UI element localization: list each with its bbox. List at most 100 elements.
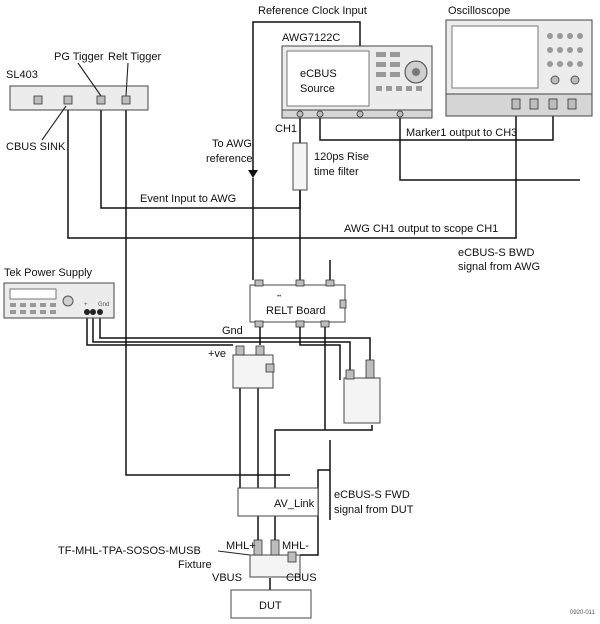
sl403-pg-port — [96, 95, 106, 105]
awg-model-label: AWG7122C — [282, 32, 340, 44]
relt-board-label: RELT Board — [266, 305, 326, 317]
right-probe-connector-2 — [365, 359, 375, 379]
gnd-label: Gnd — [222, 325, 243, 337]
awg-ch1-to-scope-wire — [300, 103, 517, 239]
power-supply-label: Tek Power Supply — [4, 267, 93, 279]
plus-ve-label: +ve — [208, 348, 226, 360]
relt-port-2 — [295, 279, 305, 287]
dut-body — [230, 589, 312, 619]
pg-trigger-leader — [77, 62, 102, 97]
svg-text:+: + — [84, 302, 88, 308]
relt-board-body — [249, 284, 346, 323]
fixture-leader — [217, 550, 251, 556]
sl403-cbus-port — [63, 95, 73, 105]
relt-bottom-port-1 — [254, 320, 264, 328]
oscilloscope-label: Oscilloscope — [448, 5, 510, 17]
rise-filter-label-2: time filter — [314, 166, 359, 178]
svg-text:••: •• — [277, 294, 281, 300]
ch1-label: CH1 — [275, 123, 297, 135]
power-minus-terminal — [90, 309, 96, 315]
awg-aux-wire — [399, 118, 580, 181]
av-link-box: AV_Link — [237, 487, 319, 517]
left-probe-side-connector — [265, 363, 275, 373]
relt-trigger-leader — [125, 62, 129, 97]
power-gnd-wire — [86, 318, 233, 346]
mhl-minus-connector — [270, 539, 280, 556]
relt-port-side — [339, 299, 347, 309]
awg-marker1-port — [316, 110, 324, 118]
power-plus-terminal — [84, 309, 90, 315]
cbus-connector — [287, 551, 297, 563]
wires — [67, 21, 580, 590]
reference-clock-wire — [252, 21, 361, 170]
relt-port-3 — [325, 279, 335, 287]
to-awg-reference-label-1: To AWG — [212, 138, 252, 150]
to-awg-reference-label-2: reference — [206, 153, 252, 165]
fixture: TF-MHL-TPA-SOSOS-MUSB Fixture MHL+ MHL- … — [58, 539, 317, 584]
fwd-signal-label-2: signal from DUT — [334, 504, 414, 516]
svg-text:Gnd: Gnd — [98, 302, 109, 308]
dut-box: DUT — [230, 589, 312, 619]
oscilloscope-controls — [547, 33, 583, 85]
bwd-signal-label-2: signal from AWG — [458, 261, 540, 273]
fwd-signal-label-1: eCBUS-S FWD — [334, 489, 410, 501]
sl403-relt-port — [121, 95, 131, 105]
power-wire-3 — [92, 318, 351, 380]
awg-instrument: Reference Clock Input AWG7122C eCBUS Sou… — [258, 5, 433, 135]
right-probe-down-wire — [274, 425, 373, 540]
event-input-label: Event Input to AWG — [140, 193, 236, 205]
power-ve-wire — [99, 318, 371, 360]
right-probe — [343, 359, 381, 424]
oscilloscope-screen — [451, 25, 539, 89]
bwd-signal-label-1: eCBUS-S BWD — [458, 247, 534, 259]
mhl-plus-label: MHL+ — [226, 540, 256, 552]
marker1-wire — [319, 103, 554, 141]
relt-to-right-probe-wire — [299, 322, 341, 380]
scope-ch2-port — [529, 98, 539, 110]
marker1-label: Marker1 output to CH3 — [406, 127, 517, 139]
reference-clock-label: Reference Clock Input — [258, 5, 367, 17]
right-probe-connector-1 — [345, 369, 355, 380]
fixture-label-1: TF-MHL-TPA-SOSOS-MUSB — [58, 545, 201, 557]
relt-trigger-label: Relt Tigger — [108, 51, 162, 63]
cbus-sink-label: CBUS SINK — [6, 141, 66, 153]
awg-port-3 — [356, 110, 364, 118]
cbus-sink-leader — [41, 105, 67, 141]
awg-controls — [376, 52, 428, 91]
fixture-label-2: Fixture — [178, 559, 212, 571]
ecbus-source-label-2: Source — [300, 83, 335, 95]
relt-trigger-wire — [125, 106, 290, 476]
av-link-body — [237, 487, 319, 517]
power-gnd-terminal — [97, 309, 103, 315]
cbus-label: CBUS — [286, 572, 317, 584]
relt-board: •• RELT Board — [249, 279, 347, 328]
relt-port-1 — [254, 279, 264, 287]
right-probe-body — [343, 377, 381, 424]
rise-filter-label-1: 120ps Rise — [314, 151, 369, 163]
cbus-sink-wire — [67, 106, 300, 239]
power-supply-instrument: Tek Power Supply + Gnd — [3, 267, 115, 319]
awg-screen — [286, 50, 370, 107]
ecbus-source-label-1: eCBUS — [300, 68, 337, 80]
left-probe-connector-2 — [255, 345, 265, 356]
mhl-plus-connector — [253, 539, 263, 556]
vbus-label: VBUS — [212, 572, 242, 584]
scope-ch4-port — [567, 98, 577, 110]
sl403-port-1 — [33, 95, 43, 105]
sl403-instrument: SL403 PG Tigger Relt Tigger CBUS SINK — [6, 51, 162, 153]
reference-arrow-icon — [248, 170, 258, 178]
filter-body — [292, 142, 308, 191]
pg-trigger-label: PG Tigger — [54, 51, 104, 63]
power-supply-keys — [10, 295, 74, 314]
oscilloscope-instrument: Oscilloscope — [445, 5, 593, 117]
scope-ch3-port — [548, 98, 558, 110]
awg-port-4 — [396, 110, 404, 118]
relt-bottom-port-2 — [295, 320, 305, 328]
relt-bottom-port-3 — [320, 320, 330, 328]
power-supply-display — [9, 288, 57, 300]
awg-ch1-port — [296, 110, 304, 118]
av-link-label: AV_Link — [274, 498, 315, 510]
left-probe — [232, 345, 275, 389]
